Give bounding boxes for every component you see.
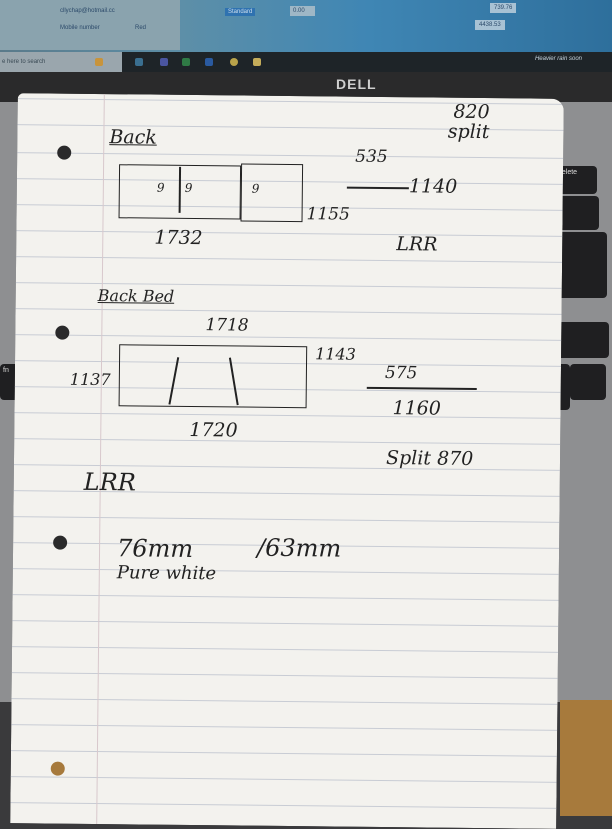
edge-icon[interactable] bbox=[135, 58, 143, 66]
width-1732: 1732 bbox=[154, 226, 203, 250]
outlook-icon[interactable] bbox=[205, 58, 213, 66]
arrow-line bbox=[366, 386, 477, 390]
panel-label: 9 bbox=[156, 180, 165, 195]
mobile-label: Mobile number bbox=[60, 25, 100, 31]
punch-hole bbox=[57, 145, 72, 160]
weather-widget[interactable]: Heavier rain soon bbox=[534, 56, 582, 62]
panel-label: 9 bbox=[251, 181, 260, 196]
value-top-field[interactable]: 739.76 bbox=[490, 3, 517, 13]
chrome-icon[interactable] bbox=[230, 58, 238, 66]
arrow-line bbox=[346, 186, 409, 189]
section-title-back-bed: Back Bed bbox=[97, 286, 175, 306]
taskbar-search[interactable]: e here to search bbox=[0, 52, 122, 72]
laptop-screen: cllychap@hotmail.cc Mobile number Red St… bbox=[0, 0, 612, 52]
measure-535: 535 bbox=[355, 146, 388, 168]
standard-select[interactable]: Standard bbox=[225, 8, 256, 16]
size-63mm: /63mm bbox=[256, 533, 342, 563]
panel-label: 9 bbox=[184, 180, 193, 195]
split-note-1: 820 split bbox=[447, 100, 490, 144]
width-1720: 1720 bbox=[189, 418, 238, 442]
dell-logo: DELL bbox=[336, 76, 377, 92]
measure-1140: 1140 bbox=[408, 175, 458, 198]
contact-panel: cllychap@hotmail.cc Mobile number Red bbox=[0, 0, 180, 50]
color-pure-white: Pure white bbox=[116, 562, 217, 585]
punch-hole bbox=[50, 761, 65, 776]
measure-1718: 1718 bbox=[205, 315, 249, 336]
measure-1137: 1137 bbox=[69, 369, 111, 390]
window-sketch-bed bbox=[118, 344, 308, 409]
wooden-desk bbox=[560, 700, 612, 816]
measure-575: 575 bbox=[384, 363, 418, 384]
folder-icon[interactable] bbox=[253, 58, 261, 66]
value-mid-field[interactable]: 4438.53 bbox=[475, 20, 505, 30]
briefcase-icon[interactable] bbox=[95, 58, 103, 66]
window-sketch-right bbox=[240, 163, 304, 223]
mobile-value: Red bbox=[135, 25, 147, 31]
teams-icon[interactable] bbox=[160, 58, 168, 66]
code-lrr-2: LRR bbox=[83, 467, 136, 497]
email-text: cllychap@hotmail.cc bbox=[60, 8, 115, 14]
height-1155: 1155 bbox=[306, 204, 350, 225]
punch-hole bbox=[53, 535, 68, 550]
key-right[interactable] bbox=[570, 364, 606, 400]
punch-hole bbox=[55, 325, 70, 340]
code-lrr-1: LRR bbox=[396, 233, 438, 256]
value-select[interactable]: 0.00 bbox=[290, 6, 315, 16]
size-76mm: 76mm bbox=[116, 534, 194, 564]
taskbar: e here to search Heavier rain soon bbox=[0, 52, 612, 72]
measure-1160: 1160 bbox=[392, 397, 442, 420]
excel-icon[interactable] bbox=[182, 58, 190, 66]
split-note-2: Split 870 bbox=[385, 447, 474, 470]
margin-line bbox=[96, 94, 105, 825]
note-paper: Back 820 split 9 9 9 1155 1732 535 1140 … bbox=[10, 93, 564, 829]
section-title-back: Back bbox=[109, 126, 157, 149]
measure-1143: 1143 bbox=[315, 344, 356, 364]
